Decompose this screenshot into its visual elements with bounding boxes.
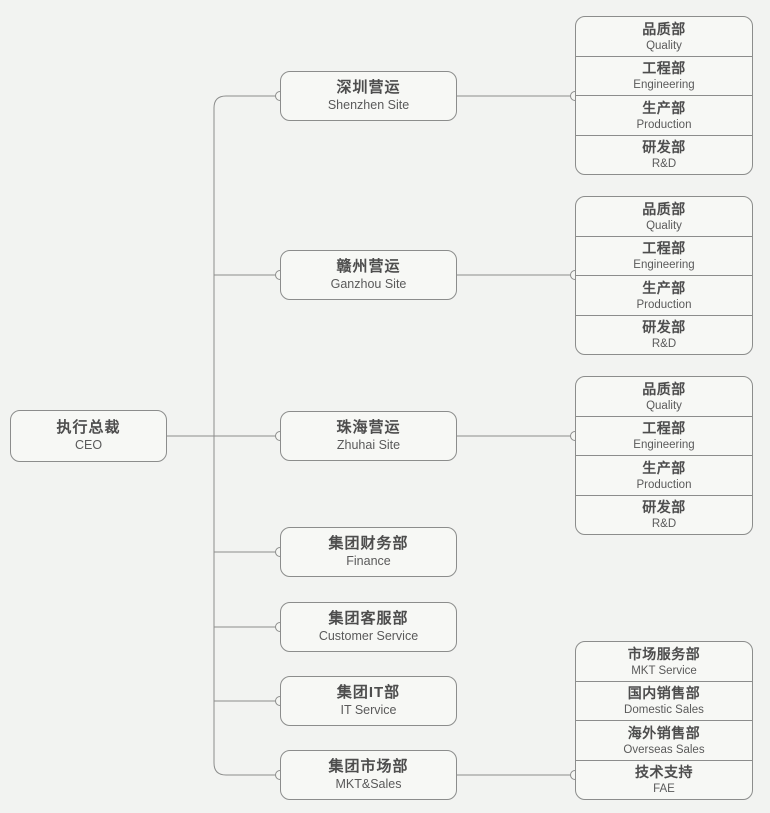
node-it-service[interactable]: 集团IT部 IT Service	[280, 676, 457, 726]
dept-title-zh: 市场服务部	[627, 645, 701, 662]
node-title-en: Finance	[346, 554, 391, 569]
dept-title-en: R&D	[651, 518, 677, 530]
node-ganzhou-site[interactable]: 赣州营运 Ganzhou Site	[280, 250, 457, 300]
dept-title-zh: 研发部	[642, 319, 686, 336]
dept-row-overseas-sales[interactable]: 海外销售部 Overseas Sales	[576, 720, 752, 760]
dept-title-en: Production	[636, 118, 692, 131]
connector-trunk	[213, 95, 280, 776]
dept-row-mkt-service[interactable]: 市场服务部 MKT Service	[576, 642, 752, 681]
dept-title-en: Quality	[646, 399, 682, 412]
dept-row-quality[interactable]: 品质部 Quality	[576, 197, 752, 236]
node-finance[interactable]: 集团财务部 Finance	[280, 527, 457, 577]
node-ceo-title-en: CEO	[74, 438, 103, 453]
dept-title-zh: 国内销售部	[627, 685, 701, 702]
dept-row-fae[interactable]: 技术支持 FAE	[576, 759, 752, 800]
dept-row-quality[interactable]: 品质部 Quality	[576, 377, 752, 416]
dept-group-shenzhen: 品质部 Quality 工程部 Engineering 生产部 Producti…	[575, 16, 753, 175]
node-title-en: MKT&Sales	[335, 777, 402, 792]
dept-title-zh: 生产部	[642, 459, 686, 476]
node-ceo-title-zh: 执行总裁	[56, 419, 121, 437]
node-title-en: Zhuhai Site	[336, 438, 401, 453]
node-title-en: Ganzhou Site	[330, 277, 407, 292]
node-title-zh: 集团客服部	[328, 610, 409, 628]
dept-title-en: Domestic Sales	[624, 704, 704, 716]
node-title-zh: 珠海营运	[336, 419, 401, 437]
dept-title-en: FAE	[653, 783, 675, 795]
dept-title-en: Engineering	[633, 79, 695, 91]
node-shenzhen-site[interactable]: 深圳营运 Shenzhen Site	[280, 71, 457, 121]
dept-title-en: Engineering	[633, 439, 695, 451]
node-title-en: Shenzhen Site	[327, 98, 410, 113]
node-customer-service[interactable]: 集团客服部 Customer Service	[280, 602, 457, 652]
node-title-en: Customer Service	[318, 629, 419, 644]
dept-row-domestic-sales[interactable]: 国内销售部 Domestic Sales	[576, 680, 752, 721]
dept-row-engineering[interactable]: 工程部 Engineering	[576, 235, 752, 276]
dept-title-zh: 工程部	[642, 60, 686, 77]
dept-title-en: Engineering	[633, 259, 695, 271]
dept-group-ganzhou: 品质部 Quality 工程部 Engineering 生产部 Producti…	[575, 196, 753, 355]
dept-title-zh: 海外销售部	[627, 724, 701, 741]
node-title-zh: 集团市场部	[328, 758, 409, 776]
dept-row-rnd[interactable]: 研发部 R&D	[576, 314, 752, 355]
dept-title-zh: 生产部	[642, 99, 686, 116]
dept-title-zh: 研发部	[642, 499, 686, 516]
dept-title-en: R&D	[651, 338, 677, 350]
dept-row-production[interactable]: 生产部 Production	[576, 95, 752, 135]
dept-title-en: Quality	[646, 39, 682, 52]
dept-title-zh: 品质部	[642, 380, 686, 397]
dept-title-en: Overseas Sales	[623, 743, 705, 756]
dept-title-en: MKT Service	[631, 664, 697, 677]
node-mkt-sales[interactable]: 集团市场部 MKT&Sales	[280, 750, 457, 800]
node-title-zh: 集团IT部	[336, 684, 401, 702]
node-title-en: IT Service	[340, 703, 397, 718]
dept-row-production[interactable]: 生产部 Production	[576, 455, 752, 495]
dept-row-rnd[interactable]: 研发部 R&D	[576, 494, 752, 535]
dept-title-zh: 工程部	[642, 420, 686, 437]
dept-title-zh: 生产部	[642, 279, 686, 296]
node-ceo[interactable]: 执行总裁 CEO	[10, 410, 167, 462]
dept-title-zh: 技术支持	[635, 764, 693, 781]
dept-row-production[interactable]: 生产部 Production	[576, 275, 752, 315]
dept-row-engineering[interactable]: 工程部 Engineering	[576, 415, 752, 456]
dept-group-mkt-sales: 市场服务部 MKT Service 国内销售部 Domestic Sales 海…	[575, 641, 753, 800]
node-title-zh: 深圳营运	[336, 79, 401, 97]
dept-title-zh: 品质部	[642, 200, 686, 217]
dept-title-en: Production	[636, 298, 692, 311]
dept-title-en: Quality	[646, 219, 682, 232]
dept-row-rnd[interactable]: 研发部 R&D	[576, 134, 752, 175]
dept-title-en: R&D	[651, 158, 677, 170]
dept-group-zhuhai: 品质部 Quality 工程部 Engineering 生产部 Producti…	[575, 376, 753, 535]
dept-title-zh: 品质部	[642, 20, 686, 37]
node-zhuhai-site[interactable]: 珠海营运 Zhuhai Site	[280, 411, 457, 461]
dept-title-zh: 研发部	[642, 139, 686, 156]
dept-row-engineering[interactable]: 工程部 Engineering	[576, 55, 752, 96]
node-title-zh: 集团财务部	[328, 535, 409, 553]
dept-row-quality[interactable]: 品质部 Quality	[576, 17, 752, 56]
node-title-zh: 赣州营运	[336, 258, 401, 276]
dept-title-zh: 工程部	[642, 240, 686, 257]
dept-title-en: Production	[636, 478, 692, 491]
